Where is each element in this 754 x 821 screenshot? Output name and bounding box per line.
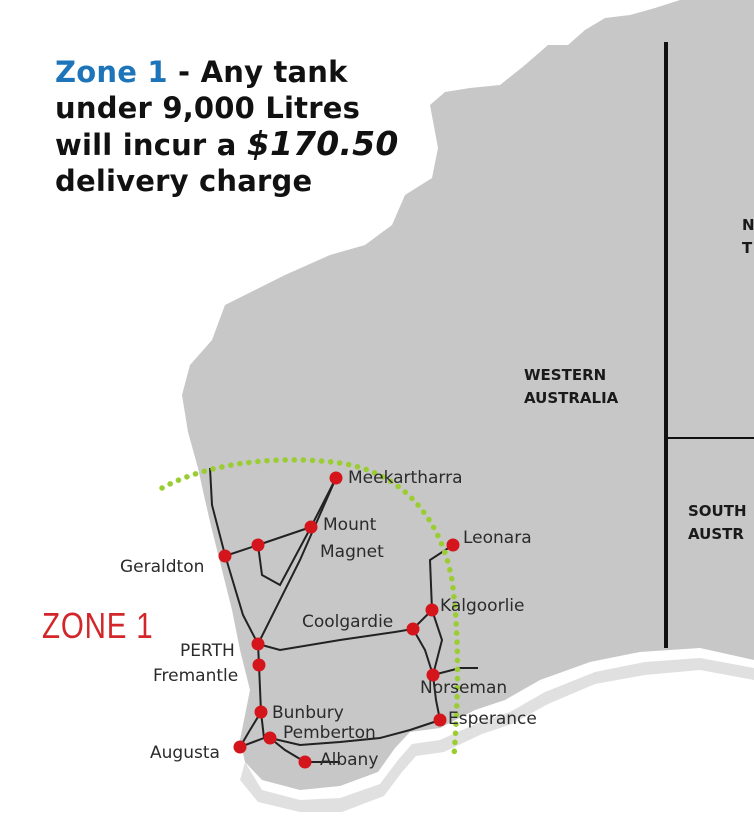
nt-line-2: T	[742, 239, 753, 257]
marker-mount-magnet	[304, 520, 318, 534]
marker-esperance	[433, 713, 447, 727]
marker-albany	[298, 755, 312, 769]
marker-meekatharra	[329, 471, 343, 485]
marker-coolgardie	[406, 622, 420, 636]
marker-fremantle	[252, 658, 266, 672]
marker-geraldton	[218, 549, 232, 563]
marker-pemberton	[263, 731, 277, 745]
label-coolgardie: Coolgardie	[302, 612, 393, 632]
label-albany: Albany	[320, 750, 378, 770]
headline-line-4: delivery charge	[55, 164, 313, 198]
label-kalgoorlie: Kalgoorlie	[440, 596, 524, 616]
label-esperance: Esperance	[448, 709, 537, 729]
marker-leonara	[446, 538, 460, 552]
road-network	[209, 467, 478, 763]
wa-line-1: WESTERN	[524, 366, 607, 384]
label-augusta: Augusta	[150, 743, 220, 763]
label-perth: PERTH	[180, 641, 235, 661]
zone-label: ZONE 1	[42, 605, 154, 646]
sa-line-1: SOUTH	[688, 502, 747, 520]
town-labels: Meekartharra Mount Magnet Geraldton Leon…	[120, 468, 537, 770]
headline-line-2: under 9,000 Litres	[55, 91, 361, 125]
marker-perth	[251, 637, 265, 651]
label-mount: Mount	[323, 515, 377, 535]
headline-zone: Zone 1	[55, 55, 168, 89]
state-label-sa: SOUTH AUSTR	[688, 500, 754, 546]
headline-line-3: will incur a $170.50	[55, 126, 455, 163]
label-fremantle: Fremantle	[153, 666, 238, 686]
label-bunbury: Bunbury	[272, 703, 344, 723]
headline-line1-rest: - Any tank	[167, 55, 348, 89]
nt-line-1: N	[742, 216, 754, 234]
label-magnet: Magnet	[320, 542, 384, 562]
land-mass	[182, 0, 754, 790]
label-geraldton: Geraldton	[120, 557, 204, 577]
zone-boundary	[159, 457, 461, 759]
delivery-headline: Zone 1 - Any tank under 9,000 Litres wil…	[55, 54, 455, 199]
label-meekatharra: Meekartharra	[348, 468, 463, 488]
label-leonara: Leonara	[463, 528, 532, 548]
headline-line3-prefix: will incur a	[55, 128, 247, 162]
town-markers	[218, 471, 460, 769]
state-label-wa: WESTERN AUSTRALIA	[524, 364, 618, 410]
marker-augusta	[233, 740, 247, 754]
marker-junction-north	[251, 538, 265, 552]
state-label-nt: N T	[742, 214, 754, 260]
sa-line-2: AUSTR	[688, 525, 744, 543]
marker-norseman	[426, 668, 440, 682]
marker-bunbury	[254, 705, 268, 719]
delivery-price: $170.50	[246, 124, 399, 163]
headline-line-1: Zone 1 - Any tank	[55, 54, 455, 90]
wa-line-2: AUSTRALIA	[524, 389, 619, 407]
label-norseman: Norseman	[420, 678, 507, 698]
label-pemberton: Pemberton	[283, 723, 376, 743]
marker-kalgoorlie	[425, 603, 439, 617]
